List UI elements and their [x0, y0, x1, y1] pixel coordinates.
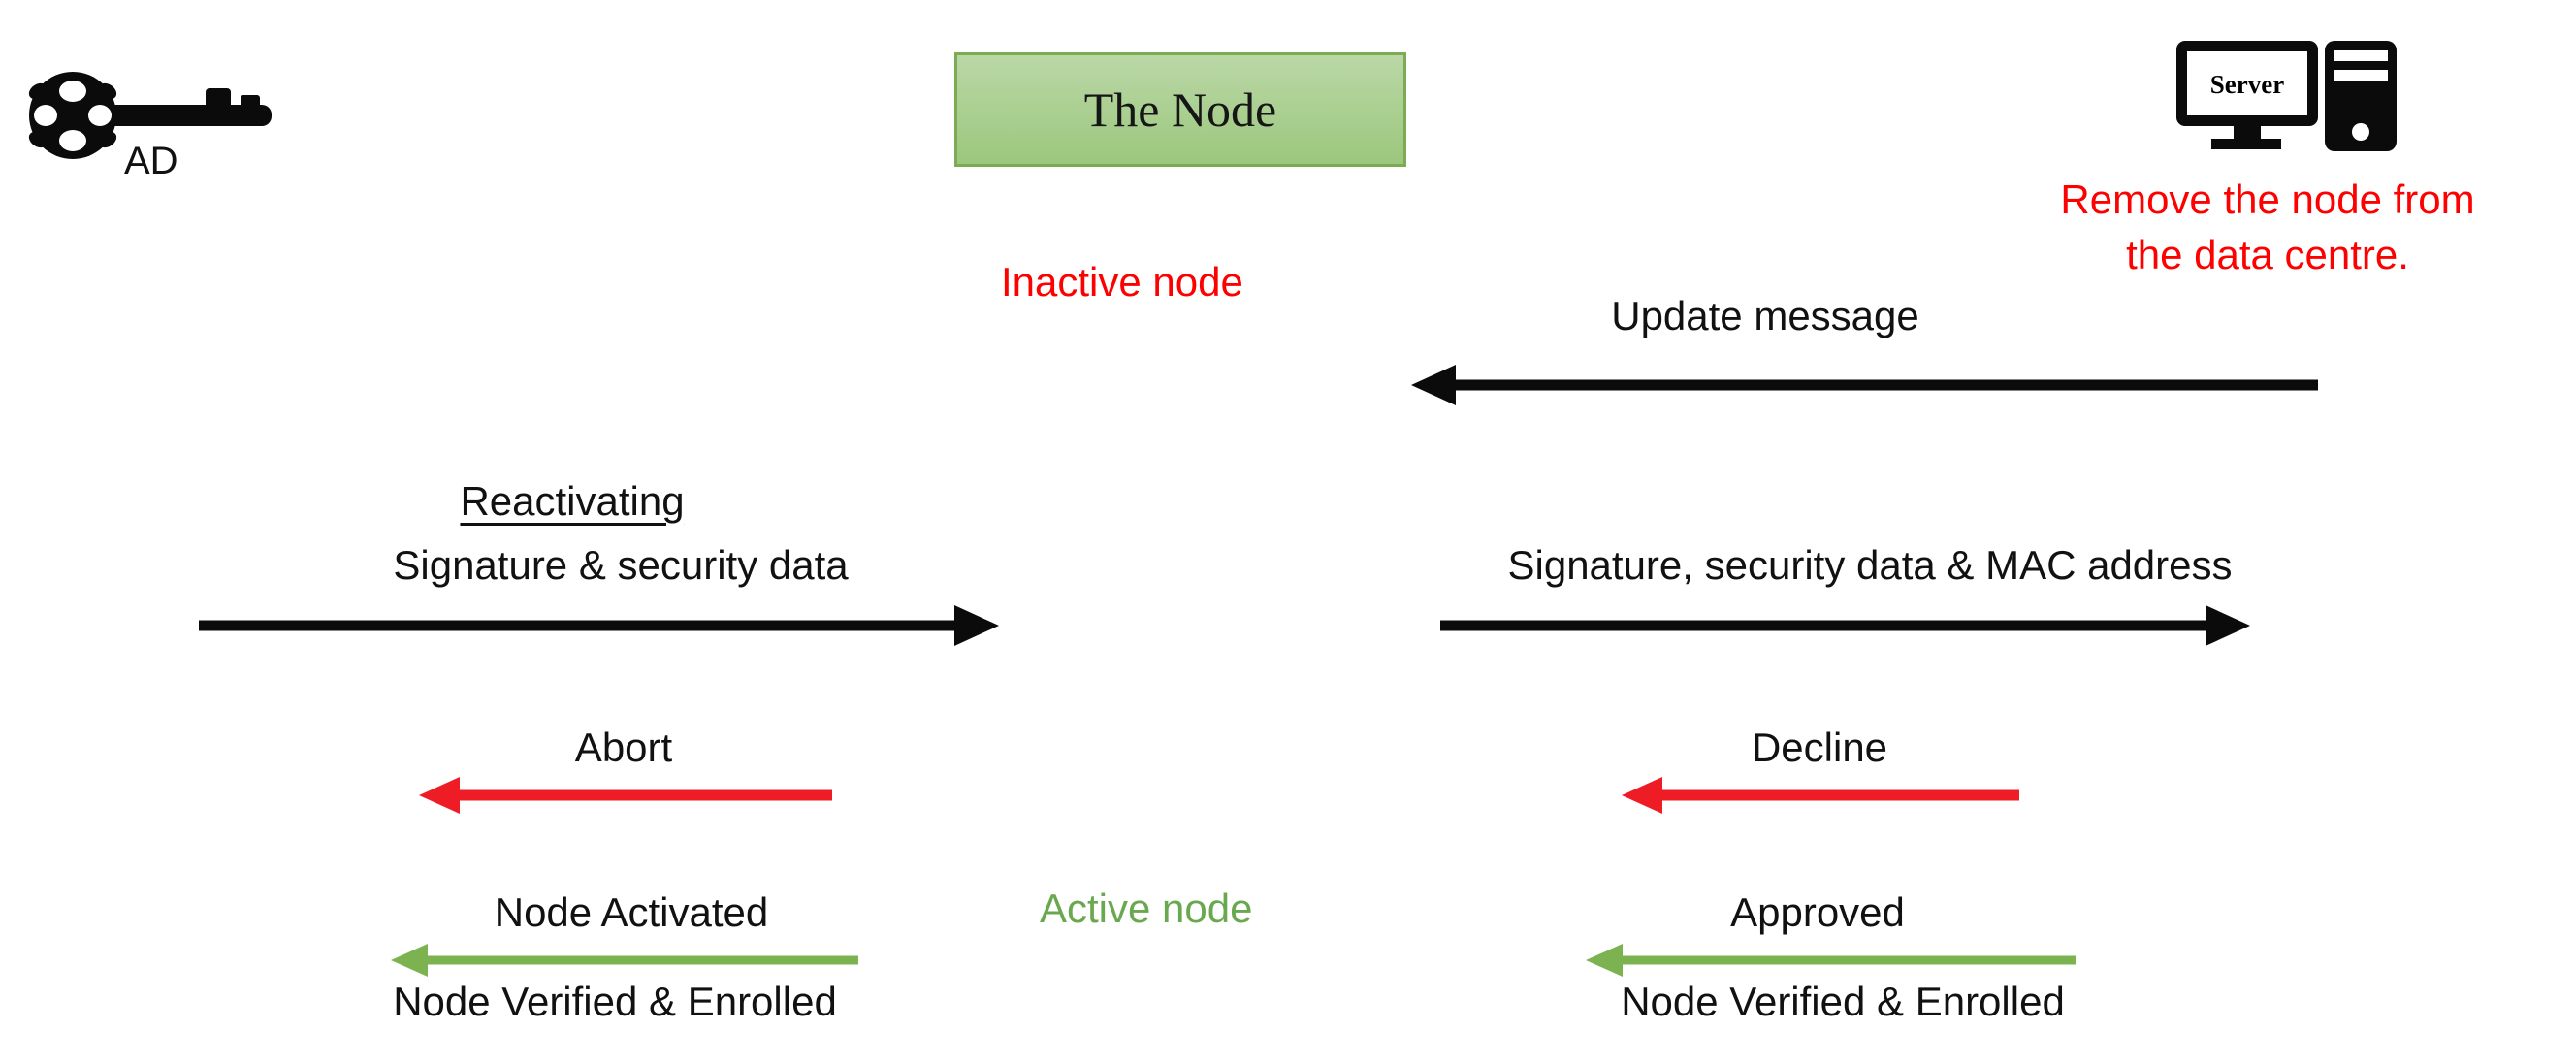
arrow-shaft: [1448, 379, 2318, 391]
key-icon: [28, 72, 272, 159]
abort-label: Abort: [574, 725, 673, 770]
ad-actor-label: AD: [124, 140, 178, 182]
server-action-note: Remove the node from the data centre.: [2060, 173, 2474, 282]
signature-mac-arrow: [1440, 604, 2250, 647]
decline-label: Decline: [1751, 725, 1888, 770]
arrow-shaft: [1615, 955, 2076, 965]
active-node-state-label: Active node: [1040, 886, 1253, 931]
approved-arrow: [1586, 939, 2076, 982]
signature-mac-label: Signature, security data & MAC address: [1507, 542, 2233, 588]
arrow-shaft: [1440, 620, 2213, 631]
inactive-node-state-label: Inactive node: [1001, 259, 1243, 305]
decline-arrow: [1622, 774, 2019, 817]
abort-arrow: [419, 774, 832, 817]
approved-label: Approved: [1730, 889, 1905, 935]
signature-security-data-label: Signature & security data: [393, 542, 849, 588]
arrow-head-right-icon: [954, 605, 999, 646]
reactivating-title: Reactivating: [460, 478, 685, 524]
arrow-shaft: [1655, 789, 2019, 801]
arrow-shaft: [420, 955, 858, 965]
server-action-note-line1: Remove the node from: [2060, 177, 2475, 222]
arrow-head-right-icon: [2206, 605, 2250, 646]
node-activated-arrow: [391, 939, 858, 982]
update-message-arrow: [1411, 364, 2318, 406]
arrow-shaft: [452, 789, 832, 801]
node-activated-label: Node Activated: [494, 889, 769, 935]
server-screen-label: Server: [2210, 70, 2284, 99]
server-icon: Server: [2176, 41, 2397, 151]
update-message-label: Update message: [1611, 293, 1919, 338]
node-actor-box: The Node: [954, 52, 1406, 167]
signature-security-data-arrow: [199, 604, 999, 647]
node-verified-enrolled-left-label: Node Verified & Enrolled: [393, 979, 837, 1024]
node-actor-label: The Node: [1083, 82, 1277, 137]
server-action-note-line2: the data centre.: [2126, 231, 2409, 277]
node-verified-enrolled-right-label: Node Verified & Enrolled: [1621, 979, 2065, 1024]
arrow-shaft: [199, 620, 962, 631]
